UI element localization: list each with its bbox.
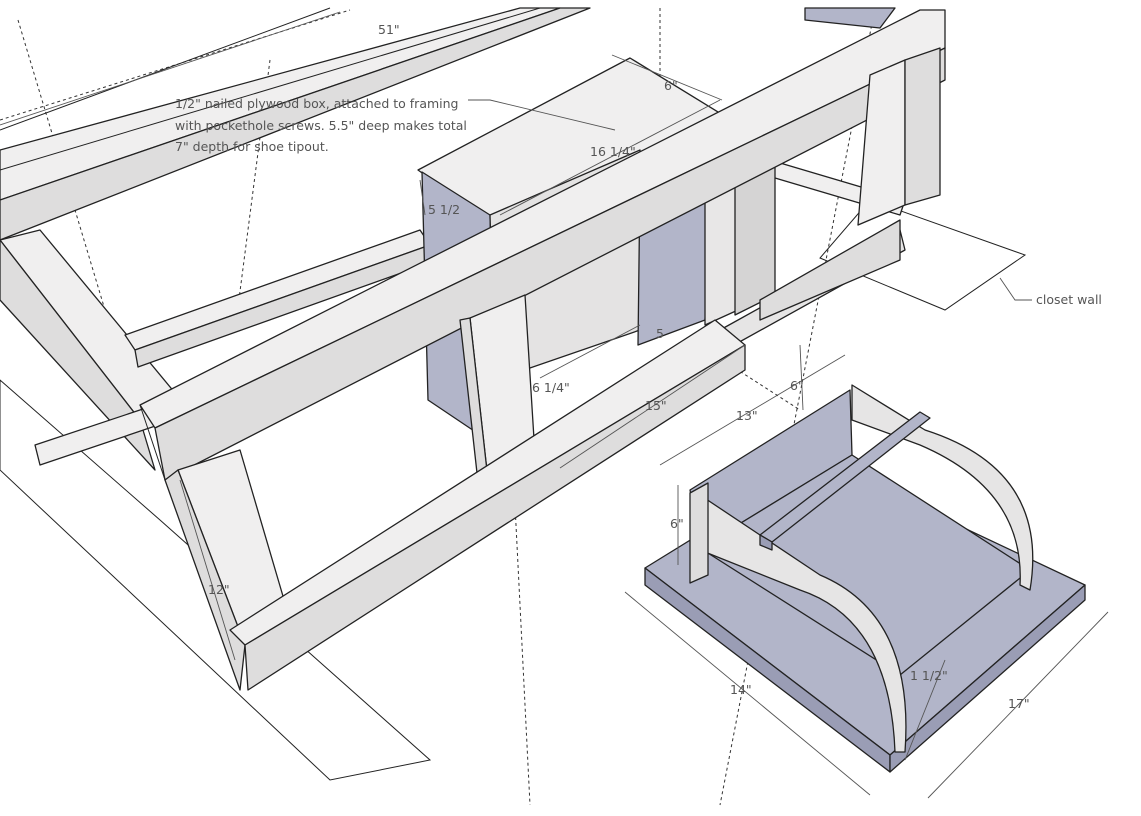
front-rail-end	[139, 404, 166, 481]
dim-13: 13"	[736, 408, 758, 423]
box-note-line-1: 1/2" nailed plywood box, attached to fra…	[175, 96, 458, 111]
bottom-rail-side	[244, 344, 746, 691]
box-note-line-2: with pockethole screws. 5.5" deep makes …	[175, 118, 467, 133]
dim-6-tray: 6"	[790, 378, 804, 393]
bottom-front-rail	[229, 319, 746, 691]
annotation-leader-wall	[999, 277, 1032, 301]
guide-line-5	[514, 504, 531, 806]
dim-line-13	[659, 354, 846, 466]
annotation-leader-box	[468, 99, 616, 131]
floor-strip-left	[0, 379, 432, 781]
dim-5: 5	[656, 326, 664, 341]
guide-line-1	[17, 19, 121, 361]
closet-wall-label: closet wall	[1036, 292, 1102, 307]
dim-6-14: 6 1/4"	[532, 380, 570, 395]
dim-line-16-14	[499, 99, 721, 216]
right-post-side	[904, 47, 941, 206]
tray-front-panel	[689, 482, 709, 584]
front-top-rail	[139, 9, 946, 481]
guide-line-7	[0, 9, 351, 121]
dim-6-top: 6"	[664, 78, 678, 93]
dim-1-12: 1 1/2"	[910, 668, 948, 683]
middle-front-post	[459, 294, 536, 483]
tray-batten-side	[759, 534, 773, 551]
dim-line-6-14	[539, 324, 641, 379]
dim-12: 12"	[208, 582, 230, 597]
tray-left-curved-side	[699, 494, 907, 753]
right-lower-rail-face	[759, 219, 901, 321]
dim-14: 14"	[730, 682, 752, 697]
floor-planes	[0, 199, 1027, 781]
dim-15: 15"	[645, 398, 667, 413]
tray-base-right	[889, 584, 1086, 773]
floor-closet-wall	[819, 199, 1027, 311]
back-rail-edge-1	[0, 7, 541, 171]
dim-line-14	[624, 591, 871, 796]
dim-line-15	[559, 344, 746, 469]
frame-top-right-dark	[804, 7, 896, 29]
dim-line-17	[927, 611, 1109, 799]
dim-line-6-tray	[799, 344, 804, 411]
dim-line-12	[179, 479, 236, 661]
shoe-tipout-tray	[644, 384, 1086, 773]
dim-line-5-12	[419, 179, 426, 216]
right-post	[719, 47, 941, 351]
dim-51: 51"	[378, 22, 400, 37]
left-rail-side	[0, 239, 156, 471]
dim-line-51	[0, 11, 341, 126]
dim-6-side: 6"	[670, 516, 684, 531]
dimension-labels: 51" 6" 16 1/4" 5 1/2 5 6 1/4" 15" 13" 6"…	[208, 22, 1030, 711]
dim-line-6-top	[611, 54, 723, 101]
back-rail-side-face	[0, 7, 591, 241]
dim-17: 17"	[1008, 696, 1030, 711]
left-side-rail	[0, 229, 186, 471]
dimension-lines	[0, 11, 1109, 799]
dim-line-1-12	[904, 659, 946, 761]
dim-16-14: 16 1/4"	[590, 144, 636, 159]
front-rail-top-face	[139, 9, 946, 429]
box-note-line-3: 7" depth for shoe tipout.	[175, 139, 329, 154]
back-top-rail	[0, 7, 591, 241]
back-rail-edge-2	[0, 7, 331, 131]
front-rail-side-face	[154, 47, 946, 481]
annotations: 1/2" nailed plywood box, attached to fra…	[175, 96, 1102, 307]
dim-5-12: 5 1/2	[428, 202, 460, 217]
